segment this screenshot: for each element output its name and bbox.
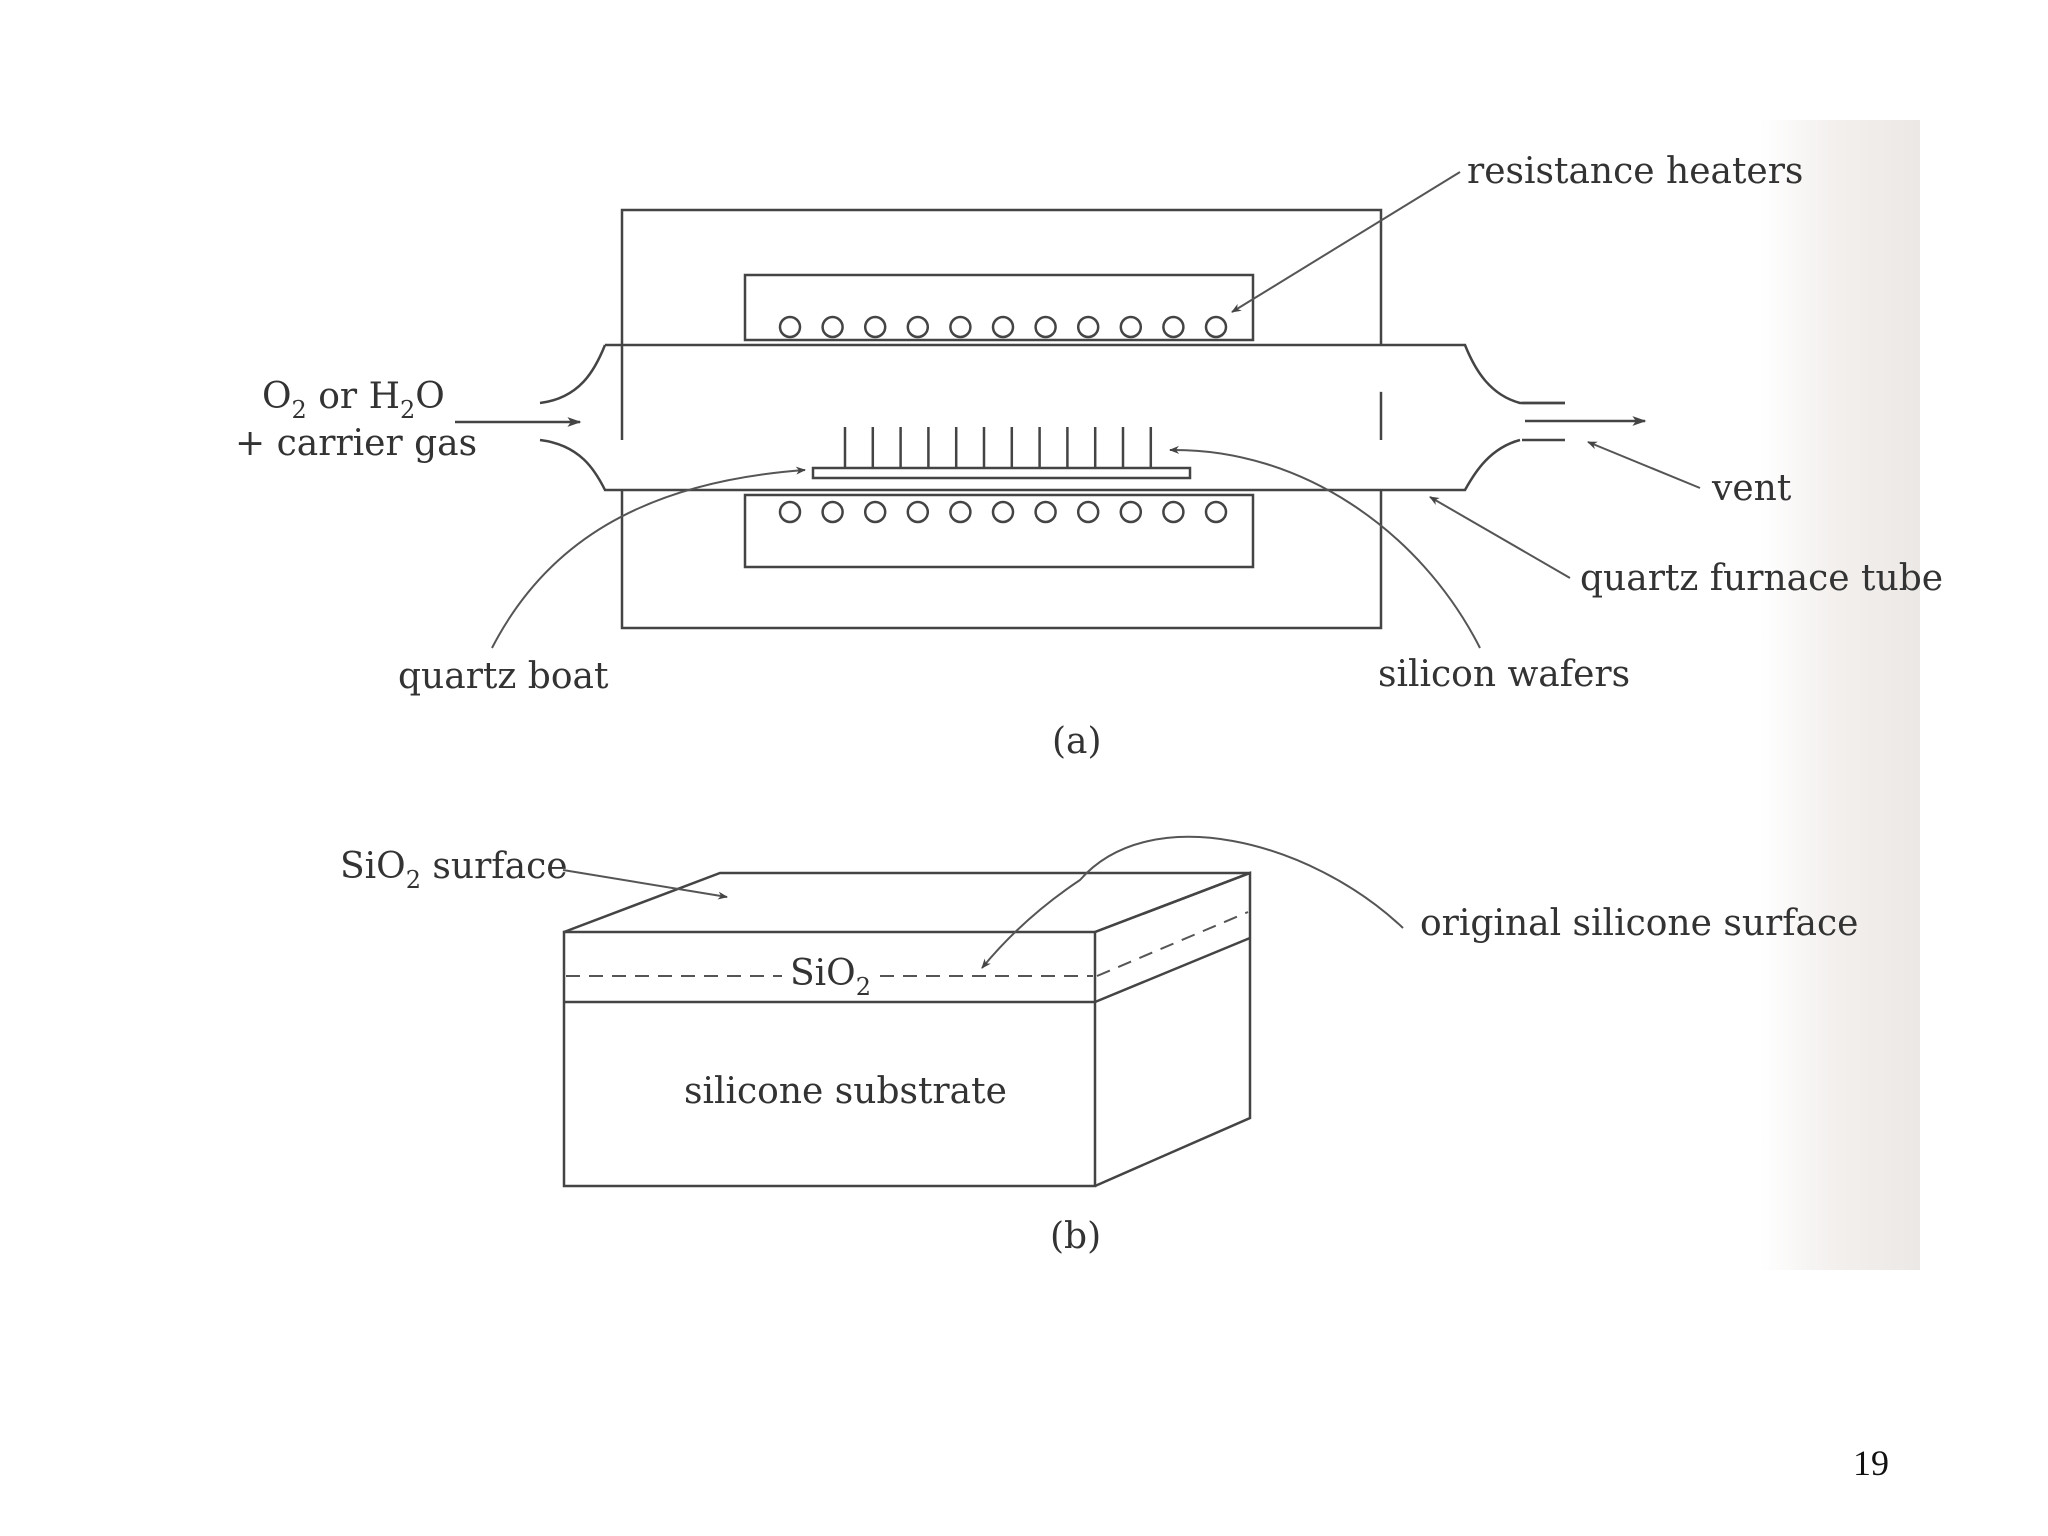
heater-coil [1076, 315, 1100, 339]
vent-pointer [1587, 441, 1701, 489]
heater-coil [1162, 315, 1185, 339]
heater-coil [1119, 500, 1143, 524]
oxide-interface-side [1094, 936, 1251, 1004]
original-silicone-surface-label: original silicone surface [1420, 903, 1858, 944]
heater-coil [1034, 500, 1057, 524]
panel-a-caption: (a) [1052, 721, 1102, 762]
heater-coil [821, 500, 844, 524]
heater-coil [778, 500, 802, 524]
quartz-boat-label: quartz boat [398, 656, 609, 697]
heater-coil [949, 315, 972, 339]
quartz-furnace-tube [539, 343, 1565, 492]
heater-coil [1204, 315, 1228, 339]
furnace-housing [620, 208, 1383, 630]
page-edge-shading [1760, 120, 1920, 1270]
oxidized-wafer-block: SiO2 silicone substrate SiO2 surface ori… [340, 835, 1858, 1257]
heater-coil [991, 315, 1015, 339]
heaters-pointer [1231, 171, 1461, 313]
heater-coil [906, 315, 930, 339]
original-surface-dashed-side [1096, 911, 1249, 977]
silicone-substrate-label: silicone substrate [684, 1071, 1007, 1112]
block-top-face [563, 871, 1251, 934]
lower-heater-block [743, 493, 1255, 569]
lower-heater-coils [778, 500, 1228, 524]
block-front-face [562, 930, 1097, 1188]
heater-coil [949, 500, 972, 524]
boat-pointer [491, 466, 806, 649]
furnace-diagram: O2 or H2O + carrier gas resistance heate… [235, 151, 1943, 762]
silicon-wafers-label: silicon wafers [1378, 654, 1630, 695]
tube-pointer [1429, 496, 1571, 579]
quartz-furnace-tube-label: quartz furnace tube [1580, 558, 1943, 599]
page-number: 19 [1853, 1443, 1889, 1483]
panel-b-caption: (b) [1050, 1216, 1101, 1257]
heater-coil [1034, 315, 1057, 339]
carrier-gas-label: + carrier gas [235, 423, 477, 464]
upper-heater-block [743, 273, 1255, 342]
heater-coil [1119, 315, 1143, 339]
sio2-layer-label: SiO2 [790, 953, 871, 1001]
silicon-wafers [843, 427, 1153, 468]
vent-label: vent [1711, 468, 1792, 509]
sio2-surface-label: SiO2 surface [340, 846, 568, 894]
heater-coil [1076, 500, 1100, 524]
input-gas-label: O2 or H2O [262, 376, 445, 424]
heater-coil [821, 315, 844, 339]
block-side-face [1094, 871, 1252, 1188]
heater-coil [906, 500, 930, 524]
quartz-boat [811, 466, 1192, 480]
resistance-heaters-label: resistance heaters [1467, 151, 1803, 192]
heater-coil [991, 500, 1015, 524]
upper-heater-coils [778, 315, 1228, 339]
heater-coil [778, 315, 802, 339]
heater-coil [863, 315, 887, 339]
heater-coil [863, 500, 887, 524]
original-surface-pointer [981, 835, 1404, 969]
heater-coil [1162, 500, 1185, 524]
wafers-pointer [1169, 445, 1481, 649]
heater-coil [1204, 500, 1228, 524]
sio2-surface-pointer [562, 869, 728, 900]
